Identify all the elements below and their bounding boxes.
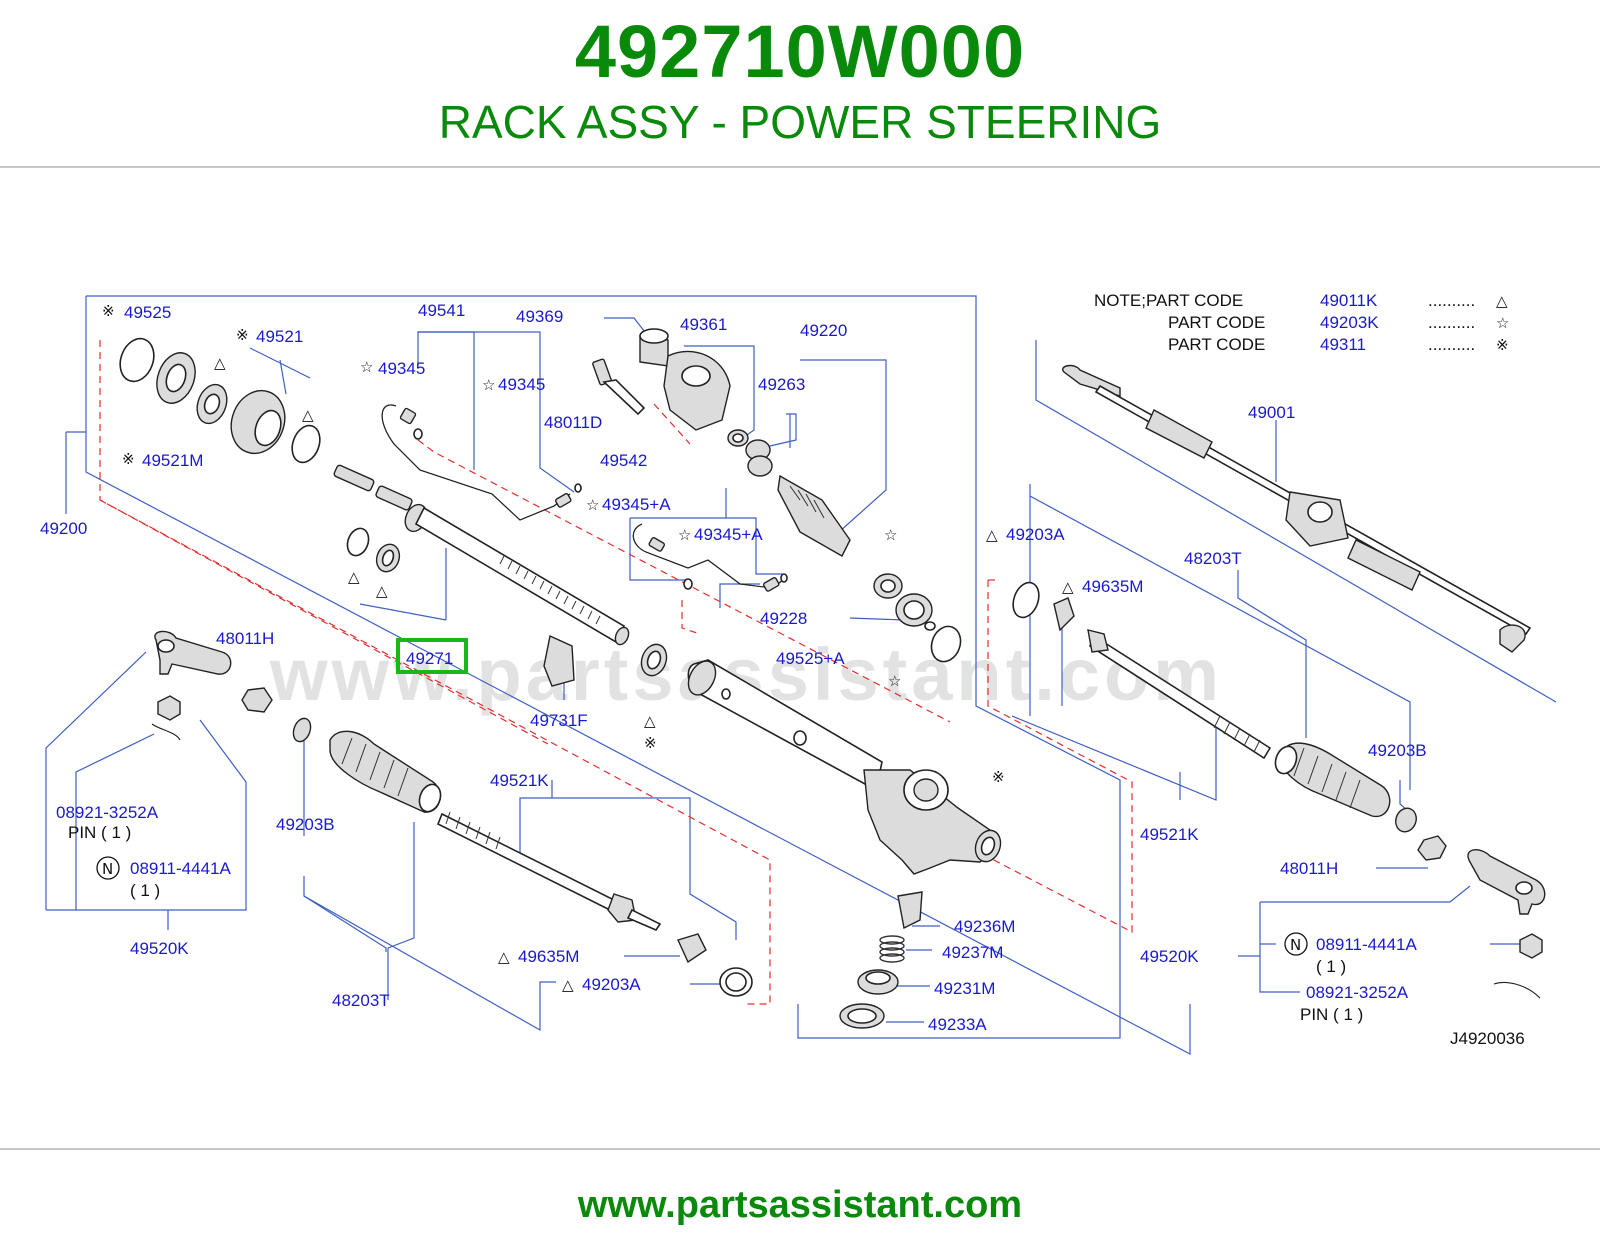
ref-mark-icon: ※ <box>1496 336 1509 354</box>
qty-right: ( 1 ) <box>1316 957 1346 976</box>
page-header: 492710W000 RACK ASSY - POWER STEERING <box>0 0 1600 168</box>
note-row-1-code[interactable]: 49011K <box>1320 291 1378 310</box>
callout-labels: 49525 49521 49521M 49541 49369 49361 492… <box>40 301 1525 1048</box>
note-row-2-code[interactable]: 49203K <box>1320 313 1379 332</box>
callout-08911-4441A-left[interactable]: 08911-4441A <box>130 859 231 878</box>
qty-left: ( 1 ) <box>130 881 160 900</box>
callout-49220[interactable]: 49220 <box>800 321 847 340</box>
leader-lines <box>45 295 1557 1055</box>
triangle-mark-icon: △ <box>644 712 656 730</box>
callout-49542[interactable]: 49542 <box>600 451 647 470</box>
star-mark-icon: ☆ <box>1496 314 1509 332</box>
triangle-mark-icon: △ <box>562 976 574 994</box>
star-mark-icon: ☆ <box>884 526 897 544</box>
callout-49271[interactable]: 49271 <box>406 649 453 668</box>
star-mark-icon: ☆ <box>678 526 691 544</box>
symbol-markers: ※ ※ ※ △ △ ☆ ☆ ☆ ☆ ☆ ☆ △ △ △ ※ ※ △ △ △ △ … <box>96 302 1308 994</box>
note-row-1-label: NOTE;PART CODE <box>1094 291 1243 310</box>
callout-49345A-b[interactable]: 49345+A <box>694 525 763 544</box>
callout-49203B-right[interactable]: 49203B <box>1368 741 1427 760</box>
callout-49520K-left[interactable]: 49520K <box>130 939 189 958</box>
triangle-mark-icon: △ <box>302 406 314 424</box>
callout-49521K-left[interactable]: 49521K <box>490 771 549 790</box>
star-mark-icon: ☆ <box>888 672 901 690</box>
callout-49345A-a[interactable]: 49345+A <box>602 495 671 514</box>
triangle-mark-icon: △ <box>376 582 388 600</box>
callout-49635M-left[interactable]: 49635M <box>518 947 579 966</box>
footer-url-link[interactable]: www.partsassistant.com <box>577 1184 1023 1226</box>
callout-49231M[interactable]: 49231M <box>934 979 995 998</box>
callout-49200[interactable]: 49200 <box>40 519 87 538</box>
triangle-mark-icon: △ <box>986 526 998 544</box>
note-row-2-label: PART CODE <box>1168 313 1265 332</box>
n-badge-letter: N <box>102 860 113 878</box>
header-divider <box>0 166 1600 168</box>
note-row-1-dots: .......... <box>1428 291 1475 310</box>
triangle-mark-icon: △ <box>348 568 360 586</box>
callout-48011H-right[interactable]: 48011H <box>1280 859 1338 878</box>
callout-49203B-left[interactable]: 49203B <box>276 815 335 834</box>
note-row-3-label: PART CODE <box>1168 335 1265 354</box>
triangle-mark-icon: △ <box>498 948 510 966</box>
callout-49541[interactable]: 49541 <box>418 301 465 320</box>
part-code-notes: NOTE;PART CODE 49011K .......... △ PART … <box>1094 291 1509 354</box>
callout-49233A[interactable]: 49233A <box>928 1015 987 1034</box>
callout-49521[interactable]: 49521 <box>256 327 303 346</box>
footer-divider <box>0 1148 1600 1150</box>
n-badge-icon <box>1284 932 1308 956</box>
callout-48203T-right[interactable]: 48203T <box>1184 549 1242 568</box>
part-number-title: 492710W000 <box>574 10 1026 93</box>
pin-qty-right: PIN ( 1 ) <box>1300 1005 1363 1024</box>
note-row-3-dots: .......... <box>1428 335 1475 354</box>
n-badge-icon <box>96 856 120 880</box>
ref-mark-icon: ※ <box>644 734 657 752</box>
star-mark-icon: ☆ <box>482 376 495 394</box>
callout-48203T-left[interactable]: 48203T <box>332 991 390 1010</box>
callout-49203A-right[interactable]: 49203A <box>1006 525 1065 544</box>
callout-49731F[interactable]: 49731F <box>530 711 588 730</box>
star-mark-icon: ☆ <box>360 358 373 376</box>
callout-49521M[interactable]: 49521M <box>142 451 203 470</box>
callout-49525A[interactable]: 49525+A <box>776 649 845 668</box>
triangle-mark-icon: △ <box>1062 578 1074 596</box>
callout-49203A-left[interactable]: 49203A <box>582 975 641 994</box>
n-badge-letter: N <box>1290 936 1301 954</box>
ref-mark-icon: ※ <box>122 450 135 468</box>
callout-49525[interactable]: 49525 <box>124 303 171 322</box>
callout-48011H-left[interactable]: 48011H <box>216 629 274 648</box>
diagram-code: J4920036 <box>1450 1029 1525 1048</box>
callout-49236M[interactable]: 49236M <box>954 917 1015 936</box>
callout-08921-3252A-right[interactable]: 08921-3252A <box>1306 983 1409 1002</box>
part-description-title: RACK ASSY - POWER STEERING <box>438 96 1162 148</box>
callout-49520K-right[interactable]: 49520K <box>1140 947 1199 966</box>
parts-artwork <box>119 328 1546 1029</box>
pin-qty-left: PIN ( 1 ) <box>68 823 131 842</box>
callout-49635M-right[interactable]: 49635M <box>1082 577 1143 596</box>
callout-49521K-right[interactable]: 49521K <box>1140 825 1199 844</box>
highlight-target-part-box <box>396 638 468 674</box>
callout-49228[interactable]: 49228 <box>760 609 807 628</box>
triangle-mark-icon: △ <box>214 354 226 372</box>
callout-48011D[interactable]: 48011D <box>544 413 602 432</box>
callout-49345-b[interactable]: 49345 <box>498 375 545 394</box>
callout-49345-a[interactable]: 49345 <box>378 359 425 378</box>
callout-08921-3252A-left[interactable]: 08921-3252A <box>56 803 159 822</box>
note-row-3-code[interactable]: 49311 <box>1320 335 1366 354</box>
star-mark-icon: ☆ <box>586 496 599 514</box>
callout-49001[interactable]: 49001 <box>1248 403 1295 422</box>
ref-mark-icon: ※ <box>992 768 1005 786</box>
callout-49369[interactable]: 49369 <box>516 307 563 326</box>
callout-08911-4441A-right[interactable]: 08911-4441A <box>1316 935 1417 954</box>
callout-49263[interactable]: 49263 <box>758 375 805 394</box>
assembly-dashed-lines <box>99 340 1133 1005</box>
note-row-2-dots: .......... <box>1428 313 1475 332</box>
triangle-mark-icon: △ <box>1496 292 1508 310</box>
ref-mark-icon: ※ <box>236 326 249 344</box>
callout-49361[interactable]: 49361 <box>680 315 727 334</box>
callout-49237M[interactable]: 49237M <box>942 943 1003 962</box>
ref-mark-icon: ※ <box>102 302 115 320</box>
